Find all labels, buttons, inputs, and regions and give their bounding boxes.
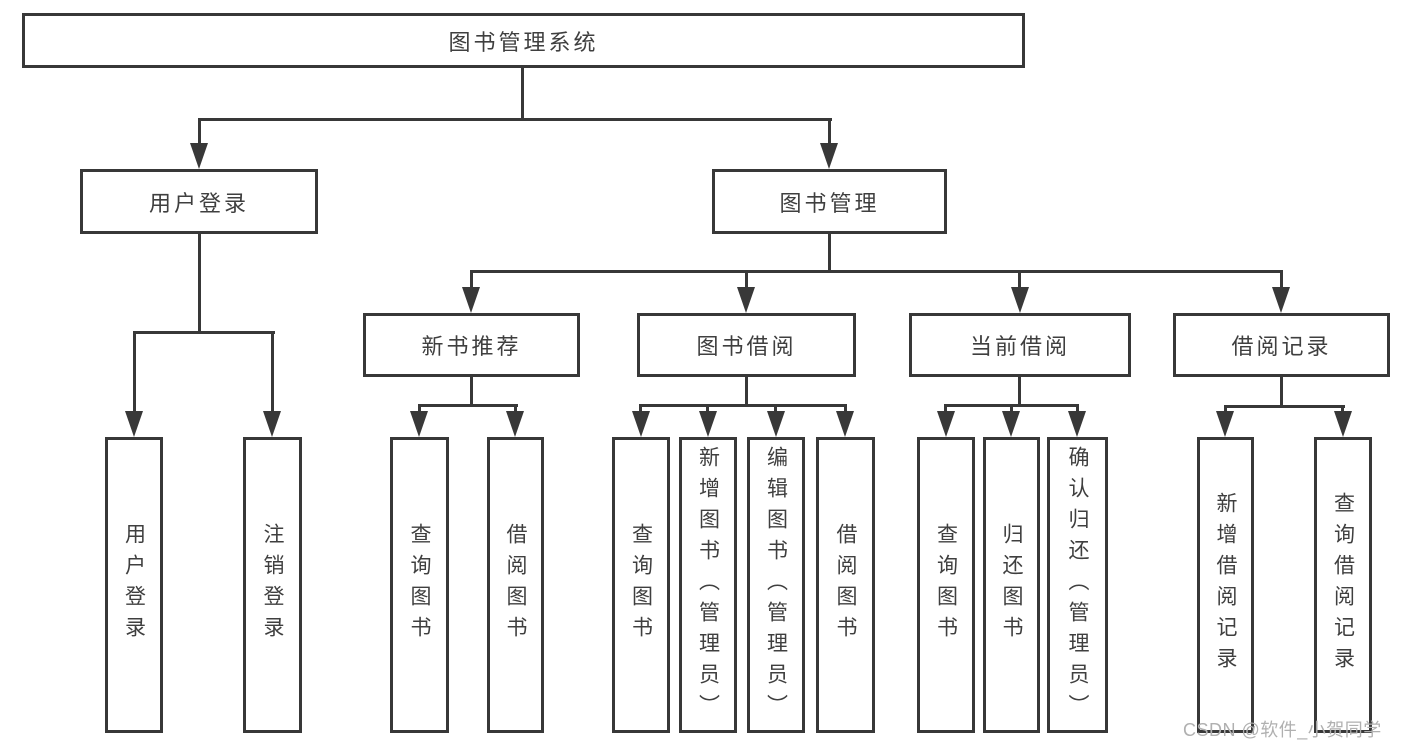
node-library-system: 图书管理系统: [22, 13, 1025, 68]
arrowhead-borrow-leaf2-icon: [699, 411, 717, 437]
arrowhead-leaf-login-icon: [125, 411, 143, 437]
arrowhead-leaf-logout-icon: [263, 411, 281, 437]
arrowhead-borrowrecord-icon: [1272, 287, 1290, 313]
leaf-user-login: 用户登录: [105, 437, 163, 733]
arrowhead-borrow-leaf1-icon: [632, 411, 650, 437]
leaf-return-books-label: 归还图书: [1000, 523, 1023, 647]
leaf-add-borrow-record-label: 新增借阅记录: [1214, 492, 1237, 678]
connector-borrowrecord-shaft: [1280, 270, 1283, 290]
connector-rec-leaf1-shaft: [418, 404, 421, 413]
node-current-borrowing-label: 当前借阅: [969, 334, 1070, 359]
arrowhead-rec-leaf2-icon: [506, 411, 524, 437]
node-book-borrowing: 图书借阅: [637, 313, 856, 377]
connector-level1-hbar: [198, 118, 832, 121]
arrowhead-record-leaf2-icon: [1334, 411, 1352, 437]
connector-bookborrow-shaft: [745, 270, 748, 290]
node-library-system-label: 图书管理系统: [448, 29, 599, 55]
arrowhead-current-leaf3-icon: [1068, 411, 1086, 437]
arrowhead-borrow-leaf3-icon: [767, 411, 785, 437]
node-new-book-recommend-label: 新书推荐: [421, 334, 522, 359]
leaf-logout-label: 注销登录: [261, 523, 284, 647]
connector-userlogin-stem: [198, 234, 201, 333]
connector-leaf-login-shaft: [133, 331, 136, 412]
leaf-borrow-query-books-label: 查询图书: [629, 523, 653, 647]
connector-record-stem: [1280, 377, 1283, 407]
connector-bookmgmt-stem: [828, 234, 831, 272]
connector-rec-hbar: [418, 404, 518, 407]
arrowhead-userlogin-icon: [190, 143, 208, 169]
node-new-book-recommend: 新书推荐: [363, 313, 580, 377]
leaf-borrow-books: 借阅图书: [816, 437, 875, 733]
node-book-management-label: 图书管理: [779, 190, 880, 216]
leaf-edit-books-admin: 编辑图书（管理员）: [747, 437, 805, 733]
arrowhead-bookmgmt-icon: [820, 143, 838, 169]
connector-borrow-hbar: [639, 404, 847, 407]
node-current-borrowing: 当前借阅: [909, 313, 1131, 377]
connector-leaf-logout-shaft: [271, 331, 274, 412]
leaf-add-books-admin-label: 新增图书（管理员）: [696, 445, 720, 725]
connector-current-leaf3-shaft: [1076, 404, 1079, 413]
connector-rec-stem: [470, 377, 473, 406]
connector-borrow-leaf1-shaft: [639, 404, 642, 413]
connector-currentborrow-shaft: [1018, 270, 1021, 290]
leaf-query-borrow-record-label: 查询借阅记录: [1331, 492, 1355, 678]
connector-userlogin-shaft: [198, 118, 201, 145]
connector-userlogin-hbar: [133, 331, 275, 334]
leaf-rec-borrow-books: 借阅图书: [487, 437, 544, 733]
connector-current-leaf1-shaft: [944, 404, 947, 413]
leaf-add-borrow-record: 新增借阅记录: [1197, 437, 1254, 733]
node-borrowing-records: 借阅记录: [1173, 313, 1390, 377]
leaf-current-query-books: 查询图书: [917, 437, 975, 733]
leaf-rec-query-books: 查询图书: [390, 437, 449, 733]
leaf-rec-query-books-label: 查询图书: [408, 523, 431, 647]
arrowhead-current-leaf1-icon: [937, 411, 955, 437]
leaf-edit-books-admin-label: 编辑图书（管理员）: [764, 445, 788, 725]
leaf-rec-borrow-books-label: 借阅图书: [504, 523, 527, 647]
connector-borrow-leaf3-shaft: [774, 404, 777, 413]
arrowhead-newbookrec-icon: [462, 287, 480, 313]
arrowhead-bookborrow-icon: [737, 287, 755, 313]
node-book-management: 图书管理: [712, 169, 947, 234]
connector-borrow-stem: [745, 377, 748, 406]
connector-borrow-leaf2-shaft: [706, 404, 709, 413]
leaf-logout: 注销登录: [243, 437, 302, 733]
connector-borrow-leaf4-shaft: [844, 404, 847, 413]
csdn-watermark: CSDN @软件_小贺同学: [1183, 720, 1382, 740]
connector-bookmgmt-shaft: [828, 118, 831, 145]
leaf-query-borrow-record: 查询借阅记录: [1314, 437, 1372, 733]
node-user-login: 用户登录: [80, 169, 318, 234]
leaf-borrow-query-books: 查询图书: [612, 437, 670, 733]
leaf-borrow-books-label: 借阅图书: [834, 523, 857, 647]
connector-current-stem: [1018, 377, 1021, 406]
connector-record-leaf2-shaft: [1341, 405, 1344, 413]
arrowhead-record-leaf1-icon: [1216, 411, 1234, 437]
connector-root-stem: [521, 68, 524, 119]
leaf-add-books-admin: 新增图书（管理员）: [679, 437, 737, 733]
leaf-user-login-label: 用户登录: [122, 523, 146, 647]
connector-rec-leaf2-shaft: [514, 404, 517, 413]
node-borrowing-records-label: 借阅记录: [1231, 334, 1332, 359]
arrowhead-borrow-leaf4-icon: [836, 411, 854, 437]
arrowhead-current-leaf2-icon: [1002, 411, 1020, 437]
connector-record-hbar: [1224, 405, 1345, 408]
leaf-confirm-return-admin: 确认归还（管理员）: [1047, 437, 1108, 733]
leaf-return-books: 归还图书: [983, 437, 1040, 733]
node-user-login-label: 用户登录: [148, 190, 249, 216]
arrowhead-rec-leaf1-icon: [410, 411, 428, 437]
connector-level3-hbar: [470, 270, 1283, 273]
connector-newbookrec-shaft: [470, 270, 473, 290]
leaf-current-query-books-label: 查询图书: [934, 523, 958, 647]
node-book-borrowing-label: 图书借阅: [696, 334, 797, 359]
leaf-confirm-return-admin-label: 确认归还（管理员）: [1066, 445, 1089, 725]
arrowhead-currentborrow-icon: [1011, 287, 1029, 313]
connector-record-leaf1-shaft: [1224, 405, 1227, 413]
connector-current-leaf2-shaft: [1010, 404, 1013, 413]
